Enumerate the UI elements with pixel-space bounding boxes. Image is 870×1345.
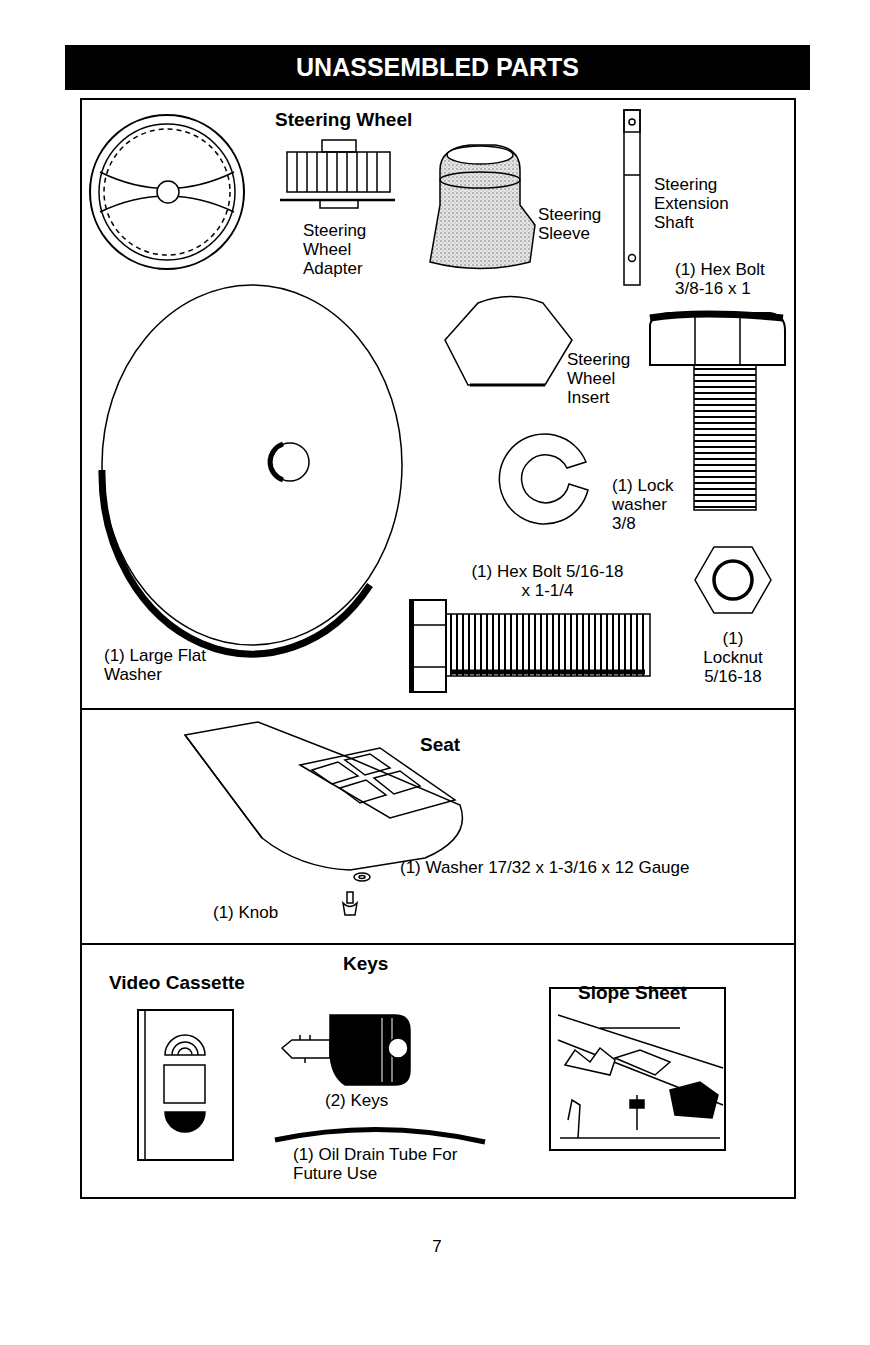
part-label: (1) Washer 17/32 x 1-3/16 x 12 Gauge (400, 858, 730, 877)
panel-heading: Seat (420, 734, 460, 756)
part-label: Steering Sleeve (538, 205, 613, 243)
part-label: (2) Keys (325, 1091, 425, 1110)
part-label: (1) Knob (213, 903, 313, 922)
part-label: Steering Wheel Insert (567, 350, 639, 407)
parts-panel: Seat (80, 708, 796, 945)
part-label: (1) Lock washer 3/8 (612, 476, 684, 533)
panel-heading: Keys (343, 953, 388, 975)
part-label: (1) Locknut 5/16-18 (693, 629, 773, 686)
part-label: Steering Extension Shaft (654, 175, 749, 232)
part-label: (1) Large Flat Washer (104, 646, 244, 684)
panel-heading: Slope Sheet (578, 982, 687, 1004)
panel-heading: Steering Wheel (275, 109, 412, 131)
title-banner: UNASSEMBLED PARTS (65, 45, 810, 90)
part-label: (1) Hex Bolt 5/16-18 x 1-1/4 (470, 562, 625, 600)
part-label: (1) Hex Bolt 3/8-16 x 1 (675, 260, 780, 298)
part-label: Steering Wheel Adapter (303, 221, 383, 278)
page-number: 7 (425, 1237, 449, 1256)
part-label: (1) Oil Drain Tube For Future Use (293, 1145, 458, 1183)
panel-heading: Video Cassette (109, 972, 245, 994)
